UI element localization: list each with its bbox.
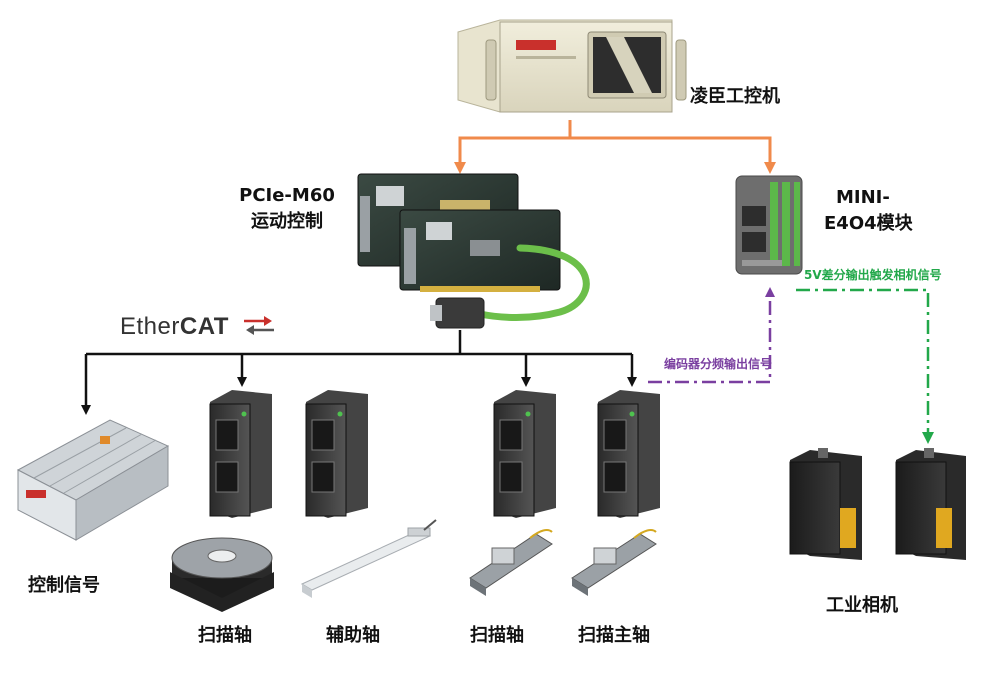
encoder-signal-label: 编码器分频输出信号: [664, 357, 773, 371]
pcie-card-label-line1: PCIe-M60: [239, 185, 335, 206]
linear-module-image: [300, 519, 437, 598]
servo-drive-2-image: [305, 390, 368, 518]
aux-axis-label: 辅助轴: [326, 625, 380, 646]
control-signal-label: 控制信号: [28, 575, 100, 596]
ipc-label: 凌臣工控机: [690, 86, 780, 107]
rotary-stage-image: [170, 537, 274, 612]
ipc-connection-lines: [454, 120, 776, 174]
scan-axis-label-1: 扫描轴: [198, 625, 252, 646]
scan-main-axis-label: 扫描主轴: [578, 625, 650, 646]
servo-drive-3-image: [493, 390, 556, 518]
servo-drive-4-image: [597, 390, 660, 518]
ethernet-cable-image: [430, 244, 590, 329]
ethercat-logo-bold: CAT: [179, 313, 229, 340]
pcie-card-label-line2: 运动控制: [251, 211, 323, 232]
ethercat-logo-light: Ether: [120, 313, 180, 340]
linear-stage-2-image: [571, 529, 657, 596]
trigger-signal-label: 5V差分输出触发相机信号: [804, 268, 942, 282]
mini-module-label-line1: MINI-: [836, 187, 890, 208]
mini-module-label-line2: E4O4模块: [824, 213, 913, 234]
servo-drive-1-image: [209, 390, 272, 518]
industrial-camera-1-image: [789, 448, 862, 560]
io-module-image: [16, 419, 170, 541]
industrial-camera-2-image: [895, 448, 966, 560]
linear-stage-1-image: [469, 529, 553, 596]
pcie-m60-card-image: [357, 173, 561, 292]
mini-e4o4-module-image: [735, 175, 803, 275]
industrial-pc-image: [457, 19, 687, 113]
encoder-signal-line: [648, 287, 775, 384]
ethercat-logo-arrows: [244, 316, 274, 335]
scan-axis-label-2: 扫描轴: [470, 625, 524, 646]
ethercat-logo: EtherCAT: [120, 313, 229, 341]
industrial-camera-label: 工业相机: [826, 595, 898, 616]
ethercat-bus: [81, 330, 637, 415]
trigger-signal-line: [796, 288, 934, 444]
